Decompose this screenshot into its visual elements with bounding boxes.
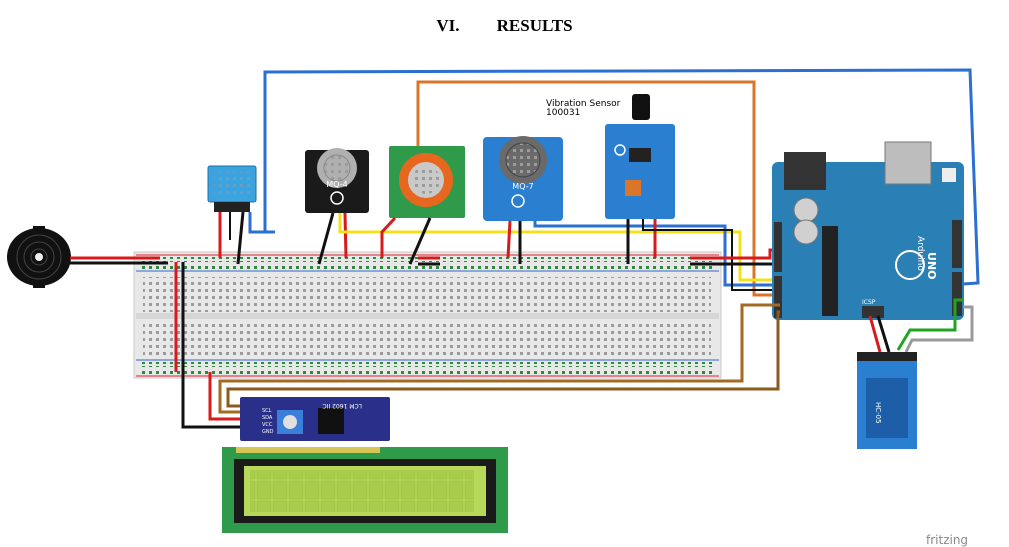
- wire-orange-loop: [416, 80, 780, 297]
- wire-blue-loop: [263, 68, 980, 286]
- lcm-pin-scl: SCL: [262, 408, 272, 414]
- lcm-pin-vcc: VCC: [262, 422, 273, 428]
- mq-gas-sensor-orange: [389, 146, 465, 218]
- arduino-uno-board: ICSP Arduino UNO: [772, 141, 964, 320]
- i2c-lcd-backpack: LCM 1602 IIC SCL SDA VCC GND: [240, 397, 390, 441]
- section-heading: VI. RESULTS: [0, 16, 1009, 36]
- vibration-sensor: [605, 94, 675, 219]
- arduino-uno-label: UNO: [925, 252, 938, 280]
- section-number: VI.: [436, 16, 460, 35]
- section-title: RESULTS: [496, 16, 573, 35]
- mq4-sensor: MQ-4: [305, 148, 369, 213]
- bluetooth-module-label: HC-05: [874, 402, 882, 424]
- fritzing-watermark: fritzing: [926, 533, 968, 547]
- lcm-label: LCM 1602 IIC: [322, 402, 362, 409]
- lcm-pin-sda: SDA: [262, 415, 273, 421]
- bluetooth-module: HC-05: [857, 352, 917, 449]
- mq4-label: MQ-4: [326, 180, 347, 189]
- vibration-sensor-label: Vibration Sensor: [546, 99, 621, 109]
- mq7-sensor: MQ-7: [483, 136, 563, 221]
- vibration-sensor-part-number: 100031: [546, 108, 580, 118]
- lcd-display: [222, 447, 508, 533]
- mq7-label: MQ-7: [512, 182, 533, 191]
- arduino-brand-label: Arduino: [915, 236, 925, 271]
- dht-sensor: [207, 165, 257, 212]
- icsp-label: ICSP: [862, 299, 876, 306]
- breadboard: [133, 251, 722, 379]
- lcm-pin-gnd: GND: [262, 429, 274, 435]
- buzzer: [7, 226, 71, 288]
